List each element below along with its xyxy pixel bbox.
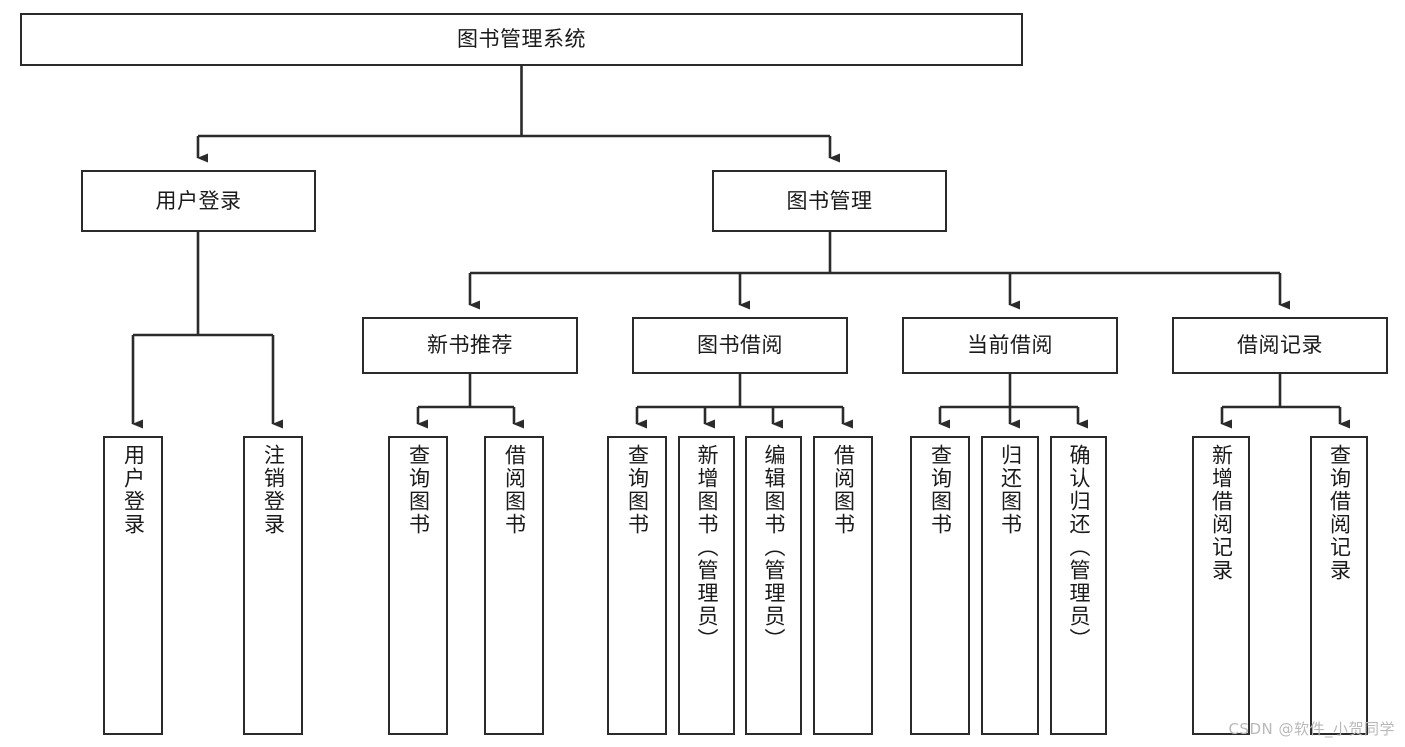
node-leaf-edit-book[interactable]: 编辑图书（管理员）: [745, 436, 802, 735]
node-leaf-query-record-label: 查询借阅记录: [1327, 444, 1352, 582]
node-leaf-return-book[interactable]: 归还图书: [981, 436, 1039, 735]
node-leaf-add-book[interactable]: 新增图书（管理员）: [678, 436, 735, 735]
edge-book-borrow-to-leaves: [635, 374, 853, 429]
node-leaf-user-login[interactable]: 用户登录: [103, 436, 163, 735]
node-leaf-query-book-1[interactable]: 查询图书: [388, 436, 448, 735]
node-leaf-query-book-2[interactable]: 查询图书: [607, 436, 667, 735]
edge-user-login-to-leaves: [131, 232, 283, 429]
node-book-borrow[interactable]: 图书借阅: [632, 317, 848, 374]
node-root[interactable]: 图书管理系统: [20, 13, 1023, 66]
node-leaf-query-book-3-label: 查询图书: [928, 444, 953, 536]
edge-root-to-level2: [196, 66, 840, 163]
node-leaf-user-logout[interactable]: 注销登录: [243, 436, 303, 735]
node-root-label: 图书管理系统: [457, 27, 586, 52]
node-leaf-borrow-book-1-label: 借阅图书: [502, 444, 527, 536]
node-leaf-query-book-2-label: 查询图书: [625, 444, 650, 536]
node-leaf-edit-book-label: 编辑图书（管理员）: [762, 444, 786, 651]
node-borrow-record[interactable]: 借阅记录: [1172, 317, 1388, 374]
edge-new-book-recommend-to-leaves: [416, 374, 524, 429]
node-leaf-confirm-return[interactable]: 确认归还（管理员）: [1050, 436, 1107, 735]
node-current-borrow-label: 当前借阅: [967, 333, 1053, 358]
node-new-book-recommend[interactable]: 新书推荐: [362, 317, 578, 374]
node-book-borrow-label: 图书借阅: [697, 333, 783, 358]
csdn-watermark: CSDN @软件_小贺同学: [1228, 720, 1395, 738]
node-borrow-record-label: 借阅记录: [1237, 333, 1323, 358]
node-leaf-query-book-1-label: 查询图书: [406, 444, 431, 536]
node-leaf-return-book-label: 归还图书: [998, 444, 1023, 536]
node-leaf-borrow-book-1[interactable]: 借阅图书: [484, 436, 544, 735]
node-book-manage[interactable]: 图书管理: [712, 170, 947, 232]
node-leaf-confirm-return-label: 确认归还（管理员）: [1067, 444, 1091, 651]
node-leaf-add-record[interactable]: 新增借阅记录: [1192, 436, 1250, 735]
node-user-login-label: 用户登录: [155, 188, 242, 213]
edge-book-manage-to-level3: [468, 232, 1290, 310]
node-leaf-query-book-3[interactable]: 查询图书: [910, 436, 970, 735]
node-leaf-borrow-book-2-label: 借阅图书: [831, 444, 856, 536]
node-leaf-user-logout-label: 注销登录: [261, 444, 286, 536]
edge-current-borrow-to-leaves: [938, 374, 1088, 429]
node-leaf-user-login-label: 用户登录: [121, 444, 146, 536]
node-leaf-add-book-label: 新增图书（管理员）: [695, 444, 719, 651]
edge-borrow-record-to-leaves: [1220, 374, 1350, 429]
node-book-manage-label: 图书管理: [786, 188, 873, 213]
node-user-login[interactable]: 用户登录: [81, 170, 316, 232]
node-leaf-add-record-label: 新增借阅记录: [1209, 444, 1234, 582]
node-leaf-borrow-book-2[interactable]: 借阅图书: [813, 436, 873, 735]
node-current-borrow[interactable]: 当前借阅: [902, 317, 1118, 374]
node-new-book-recommend-label: 新书推荐: [427, 333, 513, 358]
node-leaf-query-record[interactable]: 查询借阅记录: [1310, 436, 1368, 735]
